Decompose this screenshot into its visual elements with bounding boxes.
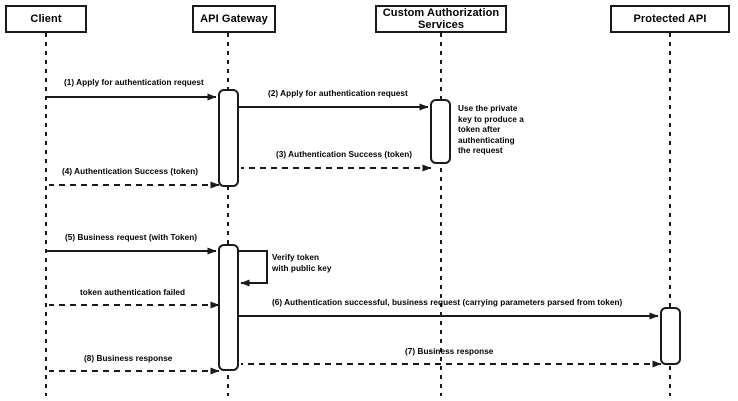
activation-protected-api bbox=[660, 307, 681, 365]
message-label-4: (4) Authentication Success (token) bbox=[62, 167, 199, 176]
note-line: with public key bbox=[272, 263, 332, 273]
note-line: the request bbox=[458, 146, 503, 156]
message-label-token-authentication-failed: token authentication failed bbox=[80, 288, 186, 297]
message-label-8: (8) Business response bbox=[84, 354, 173, 363]
participant-label-protected-api: Protected API bbox=[633, 13, 707, 25]
note-private-key-token: Use the private key to produce a token a… bbox=[458, 104, 528, 157]
note-line: authenticating bbox=[458, 135, 515, 145]
note-line: Use the private bbox=[458, 104, 518, 113]
note-verify-token-public-key: Verify token with public key bbox=[272, 253, 352, 274]
activation-bars bbox=[218, 89, 681, 371]
message-label-6: (6) Authentication successful, business … bbox=[272, 298, 623, 307]
note-line: token after bbox=[458, 125, 501, 135]
message-label-5: (5) Business request (with Token) bbox=[65, 233, 198, 242]
message-label-7: (7) Business response bbox=[405, 347, 494, 356]
note-line: key to produce a bbox=[458, 114, 524, 124]
participant-box-custom-authorization-services[interactable]: Custom Authorization Services bbox=[375, 5, 507, 33]
participant-label-custom-authorization-services: Custom Authorization Services bbox=[382, 7, 500, 31]
message-arrow-self-verify bbox=[238, 250, 268, 287]
participant-box-protected-api[interactable]: Protected API bbox=[610, 5, 730, 33]
participant-label-client: Client bbox=[30, 13, 62, 25]
lifelines bbox=[45, 33, 671, 396]
activation-api-gateway-business bbox=[218, 244, 239, 371]
message-label-2: (2) Apply for authentication request bbox=[268, 89, 408, 98]
activation-custom-authorization-services bbox=[430, 99, 451, 164]
message-label-1: (1) Apply for authentication request bbox=[64, 78, 204, 87]
activation-api-gateway-auth bbox=[218, 89, 239, 187]
participant-label-api-gateway: API Gateway bbox=[200, 13, 268, 25]
participant-box-client[interactable]: Client bbox=[5, 5, 87, 33]
message-arrows bbox=[46, 93, 662, 375]
message-label-3: (3) Authentication Success (token) bbox=[276, 150, 413, 159]
participant-box-api-gateway[interactable]: API Gateway bbox=[192, 5, 276, 33]
note-line: Verify token bbox=[272, 253, 320, 262]
